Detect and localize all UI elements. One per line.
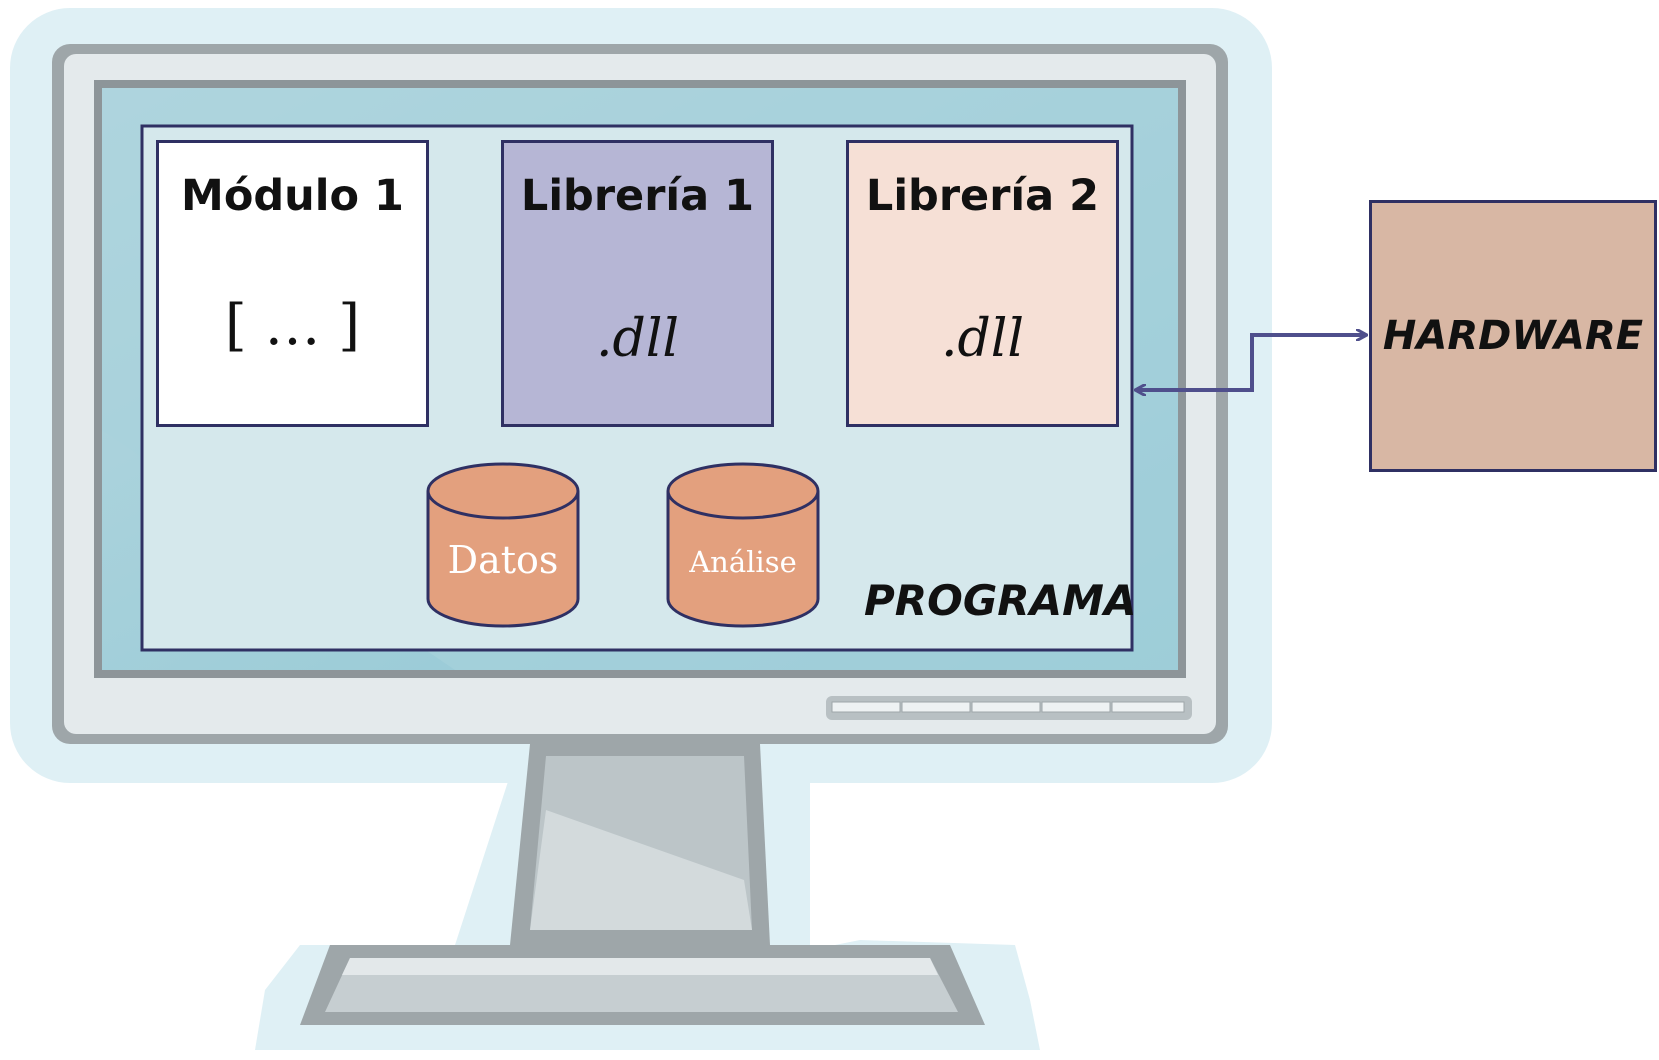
program-label: PROGRAMA: [864, 576, 1137, 625]
bidirectional-arrow: [1136, 335, 1366, 390]
library-1-content: .dll: [595, 309, 680, 369]
hardware-label: HARDWARE: [1382, 313, 1644, 359]
module-1-content: [ … ]: [224, 293, 361, 358]
monitor-stand: [300, 744, 985, 1025]
data-store-datos-label: Datos: [447, 538, 559, 582]
library-2-box: Librería 2 .dll: [846, 140, 1119, 427]
monitor-controls: [826, 696, 1192, 720]
module-1-title: Módulo 1: [181, 171, 404, 221]
library-2-content: .dll: [940, 309, 1025, 369]
library-1-box: Librería 1 .dll: [501, 140, 774, 427]
hardware-box: HARDWARE: [1369, 200, 1657, 472]
data-store-datos: [426, 462, 580, 628]
module-1-box: Módulo 1 [ … ]: [156, 140, 429, 427]
data-store-analise-label: Análise: [689, 545, 797, 579]
library-2-title: Librería 2: [865, 171, 1100, 221]
library-1-title: Librería 1: [520, 171, 755, 221]
data-store-analise: [666, 462, 820, 628]
